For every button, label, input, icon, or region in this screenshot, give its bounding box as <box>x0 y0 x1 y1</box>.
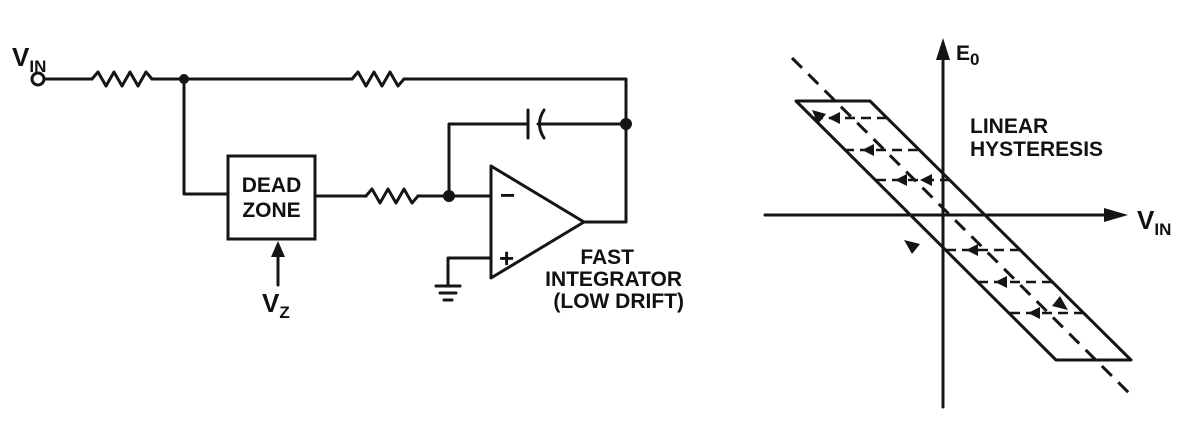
dead-zone-label-line2: ZONE <box>242 199 300 222</box>
integrator-label-line3: (LOW DRIFT) <box>553 290 684 313</box>
x-axis-arrow <box>1104 208 1128 222</box>
y-axis-label: E0 <box>956 42 979 69</box>
circuit-schematic: VIN DEAD ZONE VZ − <box>12 42 684 322</box>
dead-zone-block <box>226 154 317 241</box>
transition-lines <box>813 116 1084 315</box>
transition-arrows <box>828 112 1040 319</box>
feedback-wire-right <box>402 77 628 126</box>
ground-symbol <box>434 284 462 302</box>
edge-arrows <box>812 110 1068 310</box>
op-amp-plus: + <box>499 243 514 273</box>
hysteresis-loop <box>794 99 1133 362</box>
y-axis-arrow <box>936 38 950 60</box>
op-amp-minus: − <box>500 180 515 210</box>
capacitor-wire-left <box>447 122 528 198</box>
ground-wire <box>446 256 493 286</box>
op-amp-output-wire <box>582 122 628 224</box>
feedback-resistor <box>350 70 406 88</box>
x-axis-label: VIN <box>1137 205 1171 239</box>
dashed-center-line <box>790 56 1133 397</box>
integrator-label-line2: INTEGRATOR <box>545 268 682 291</box>
dead-zone-label-line1: DEAD <box>242 174 302 197</box>
annotation-line1: LINEAR <box>970 115 1048 138</box>
vz-arrow-head <box>271 241 285 257</box>
integrator-label-line1: FAST <box>580 246 634 269</box>
input-label: VIN <box>12 42 46 76</box>
op-amp <box>489 164 586 280</box>
annotation-line2: HYSTERESIS <box>970 138 1103 161</box>
input-terminal <box>30 71 46 87</box>
hysteresis-graph: E0 VIN LINEAR HYSTERESIS <box>763 38 1171 409</box>
integrator-resistor <box>364 187 420 205</box>
deadzone-input-wire <box>182 77 230 196</box>
vz-label: VZ <box>262 288 290 322</box>
input-resistor <box>90 70 154 88</box>
